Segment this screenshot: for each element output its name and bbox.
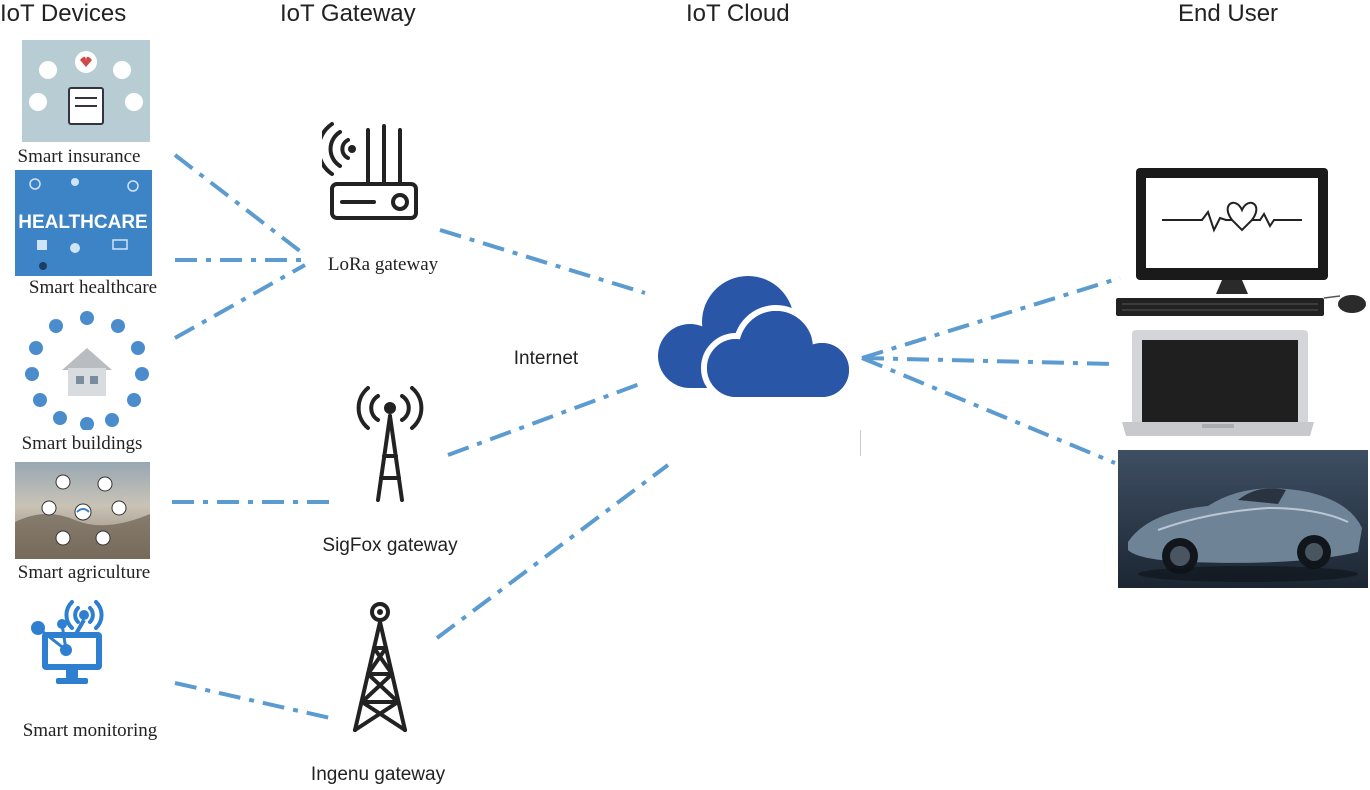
link-cloud-car [861,356,1116,465]
car-image [1118,450,1368,588]
gateway-label-sigfox: SigFox gateway [322,535,458,556]
device-label-monitoring: Smart monitoring [22,720,158,741]
smart-insurance-image [22,40,150,142]
healthcare-image-text: HEALTHCARE [18,212,147,233]
desktop-computer-icon [1116,168,1366,316]
smart-healthcare-image: HEALTHCARE [15,170,152,276]
link-insurance-lora [173,153,307,257]
link-sigfox-cloud [447,380,646,457]
heading-iot-devices: IoT Devices [0,0,127,27]
car-icon [1128,488,1362,582]
heading-end-user: End User [1178,0,1279,27]
gateway-label-lora: LoRa gateway [327,254,439,275]
router-icon [322,122,418,220]
link-ingenu-cloud [435,463,670,640]
link-cloud-desktop [861,276,1121,360]
smart-buildings-image [22,308,152,430]
heading-iot-cloud: IoT Cloud [686,0,790,27]
divider-tick [860,430,861,456]
smart-agriculture-image [15,462,150,559]
device-label-insurance: Smart insurance [17,146,141,167]
cloud-icon [658,276,855,403]
health-insurance-icon [29,51,143,125]
internet-label: Internet [513,348,579,369]
gateway-label-ingenu: Ingenu gateway [310,764,446,785]
link-monitoring-ingenu [174,681,331,720]
antenna-tower-icon [356,386,424,502]
agriculture-icon [15,474,150,559]
healthcare-icon: HEALTHCARE [18,178,148,270]
device-label-buildings: Smart buildings [21,433,143,454]
laptop-icon [1122,330,1314,436]
lattice-tower-icon [353,602,407,732]
link-lora-cloud [439,228,646,295]
heading-iot-gateway: IoT Gateway [280,0,416,27]
link-cloud-laptop [861,356,1116,366]
smart-building-icon [25,311,149,430]
device-label-agriculture: Smart agriculture [17,562,151,583]
link-buildings-lora [174,263,306,340]
device-label-healthcare: Smart healthcare [28,277,158,298]
monitoring-icon [31,600,104,684]
smart-monitoring-image [22,598,132,690]
